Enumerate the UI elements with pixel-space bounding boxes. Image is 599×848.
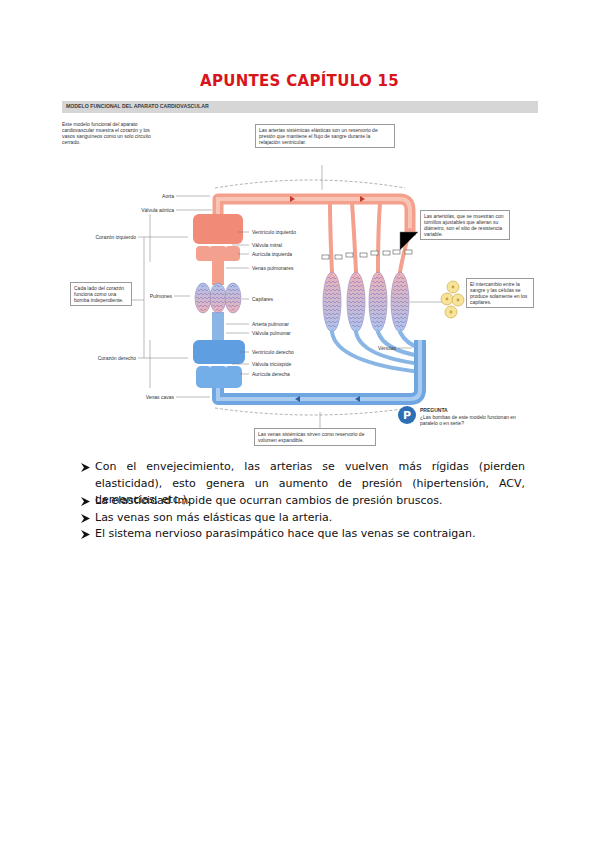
part-label: Pulmones bbox=[120, 293, 172, 299]
question-text: ¿Las bombas de este modelo funcionan en … bbox=[420, 414, 532, 426]
bullet-text: El sistema nervioso parasimpático hace q… bbox=[95, 526, 525, 543]
part-label: Corazón derecho bbox=[66, 355, 136, 361]
part-label: Arteria pulmonar bbox=[252, 321, 332, 327]
part-label: Válvula mitral bbox=[252, 242, 332, 248]
node-text: MODELO FUNCIONAL DEL APARATO CARDIOVASCU… bbox=[66, 103, 534, 109]
question-heading: PREGUNTA bbox=[420, 407, 480, 413]
callout-box: Cada lado del corazón funciona como una … bbox=[70, 282, 132, 306]
part-label: Ventrículo izquierdo bbox=[252, 229, 332, 235]
part-label: Vénulas bbox=[374, 345, 396, 351]
callout-box: Las arteriolas, que se muestran con torn… bbox=[420, 210, 510, 240]
part-label: Aurícula derecha bbox=[252, 371, 332, 377]
header-band: MODELO FUNCIONAL DEL APARATO CARDIOVASCU… bbox=[62, 101, 538, 113]
part-label: Ventrículo derecho bbox=[252, 349, 332, 355]
part-label: Venas cavas bbox=[106, 394, 174, 400]
node-text: El intercambio entre la sangre y las cél… bbox=[470, 281, 530, 305]
part-label: Válvula pulmonar bbox=[252, 330, 332, 336]
part-label: Válvula tricúspide bbox=[252, 361, 332, 367]
part-label: Corazón izquierdo bbox=[66, 234, 136, 240]
bullet-arrow bbox=[81, 463, 90, 539]
node-text: P bbox=[403, 410, 411, 421]
bullet-text: Las venas son más elásticas que la arter… bbox=[95, 510, 525, 527]
callout-box: Las venas sistémicas sirven como reservo… bbox=[254, 428, 376, 446]
node-text: Cada lado del corazón funciona como una … bbox=[74, 285, 128, 303]
question-badge: P bbox=[398, 406, 416, 424]
description-text: Este modelo funcional del aparato cardio… bbox=[62, 121, 157, 145]
part-label: Válvula aórtica bbox=[96, 207, 174, 213]
callout-box: El intercambio entre la sangre y las cél… bbox=[466, 278, 534, 308]
callout-box: Las arterias sistémicas elásticas son un… bbox=[255, 124, 395, 148]
part-label: Capilares bbox=[252, 296, 332, 302]
node-text: Las arterias sistémicas elásticas son un… bbox=[259, 127, 391, 145]
node-text: Las venas sistémicas sirven como reservo… bbox=[258, 431, 372, 443]
bullet-text: La elasticidad impide que ocurran cambio… bbox=[95, 493, 525, 510]
part-label: Aurícula izquierda bbox=[252, 251, 332, 257]
part-label: Aorta bbox=[116, 193, 174, 199]
part-label: Venas pulmonares bbox=[252, 265, 332, 271]
node-text: Las arteriolas, que se muestran con torn… bbox=[424, 213, 506, 237]
page-title: APUNTES CAPÍTULO 15 bbox=[0, 72, 599, 90]
